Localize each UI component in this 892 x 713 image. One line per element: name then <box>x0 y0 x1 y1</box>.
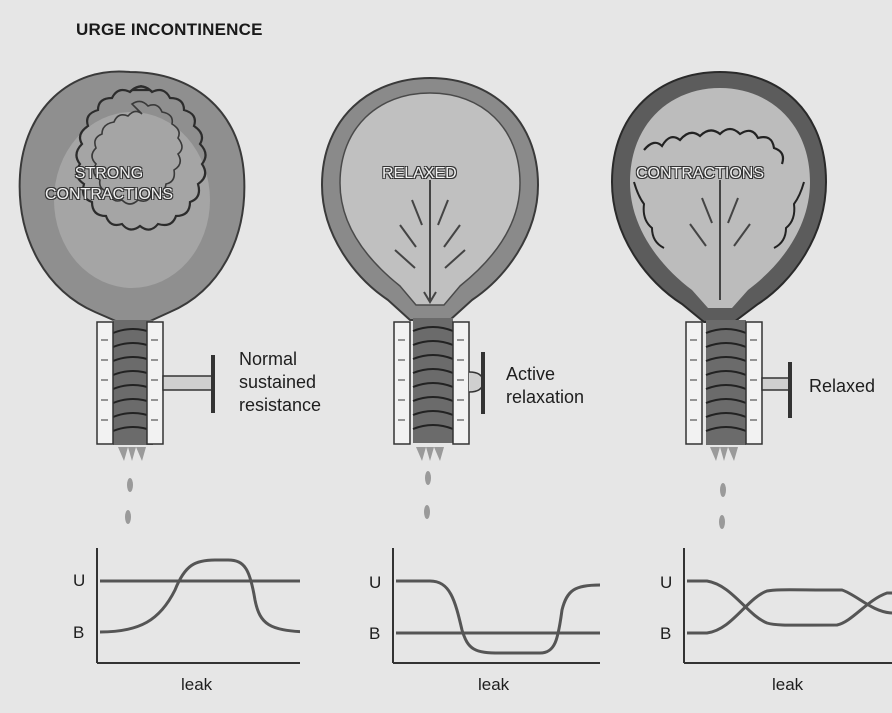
graph2-b-label: B <box>369 624 380 644</box>
pressure-graph-3 <box>592 0 892 713</box>
panel-strong-contractions: STRONG CONTRACTIONS Normal sustained res… <box>0 0 300 713</box>
panel-contractions: CONTRACTIONS Relaxed U B leak <box>592 0 892 713</box>
panel-relaxed: RELAXED Active relaxation U B leak <box>300 0 600 713</box>
graph2-leak-label: leak <box>478 675 509 695</box>
graph3-leak-label: leak <box>772 675 803 695</box>
pressure-graph-2 <box>300 0 600 713</box>
graph1-u-label: U <box>73 571 85 591</box>
graph3-b-label: B <box>660 624 671 644</box>
graph2-u-label: U <box>369 573 381 593</box>
graph1-leak-label: leak <box>181 675 212 695</box>
urethral-pressure-line <box>396 581 600 653</box>
pressure-graph-1 <box>0 0 300 713</box>
urethral-pressure-line <box>687 581 892 625</box>
graph3-u-label: U <box>660 573 672 593</box>
bladder-pressure-line <box>100 560 300 632</box>
graph1-b-label: B <box>73 623 84 643</box>
